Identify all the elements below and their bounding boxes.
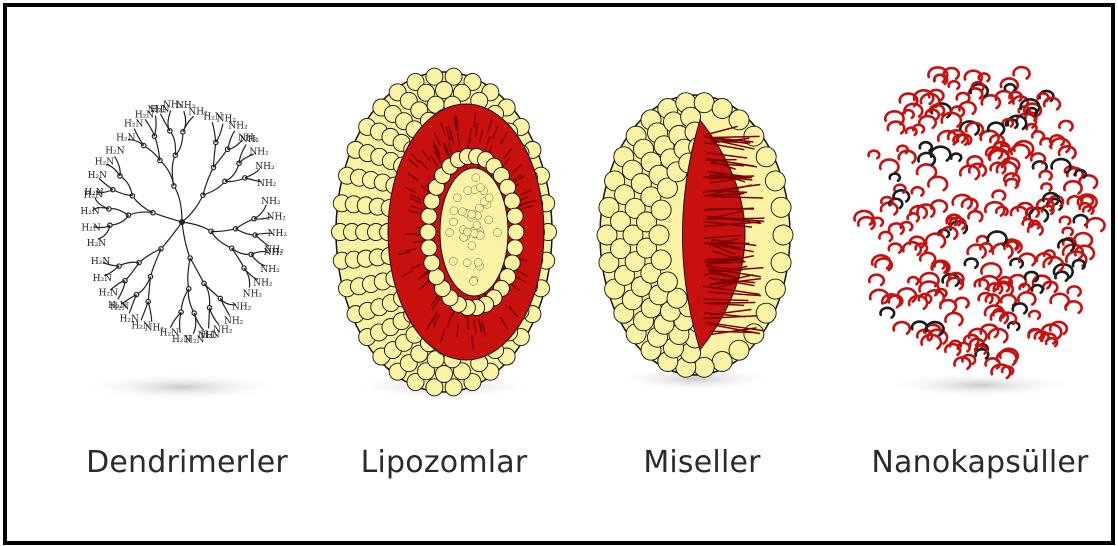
amine-end-group: H₂N (80, 207, 99, 217)
amine-end-group: NH₂ (257, 179, 277, 189)
amine-end-group: H₂N (124, 120, 143, 130)
amine-end-group: H₂N (87, 239, 106, 249)
label-liposomes: Lipozomlar (314, 445, 574, 480)
amine-end-group: NH₂ (264, 248, 284, 258)
amine-end-group: NH₂ (268, 229, 288, 239)
amine-end-group: H₂N (105, 147, 124, 157)
amine-end-group: H₂N (116, 134, 135, 144)
liposome-illustration (329, 7, 559, 427)
amine-end-group: H₂N (93, 274, 112, 284)
amine-end-group: NH₂ (249, 147, 269, 157)
amine-end-group: H₂N (88, 171, 107, 181)
label-dendrimers: Dendrimerler (57, 445, 317, 480)
amine-end-group: NH₂ (240, 135, 260, 145)
dendrimer-core (179, 219, 185, 225)
nanocapsule-illustration (845, 7, 1115, 427)
label-nanocapsules: Nanokapsüller (850, 445, 1110, 480)
amine-end-group: H₂N (91, 257, 110, 267)
amine-end-group: NH₂ (253, 279, 273, 289)
ground-shadow (82, 373, 282, 401)
amine-end-group: H₂N (120, 315, 139, 325)
amine-end-group: NH₂ (228, 121, 248, 131)
amine-end-group: H₂N (108, 301, 127, 311)
micelle-illustration (595, 7, 805, 427)
label-micelles: Miseller (572, 445, 832, 480)
amine-end-group: NH₂ (255, 162, 275, 172)
amine-end-group: H₂N (81, 223, 100, 233)
amine-end-group: H₂N (95, 157, 114, 167)
amine-end-group: NH₂ (243, 289, 263, 299)
amine-end-group: H₂N (84, 188, 103, 198)
amine-end-group: NH₂ (267, 213, 287, 223)
amine-end-group: NH₂ (260, 265, 280, 275)
amine-end-group: H₂N (99, 289, 118, 299)
amine-end-group: NH₂ (232, 302, 252, 312)
polymer-coils (854, 67, 1104, 378)
ground-shadow (885, 372, 1075, 398)
amine-end-group: NH₂ (261, 197, 281, 207)
